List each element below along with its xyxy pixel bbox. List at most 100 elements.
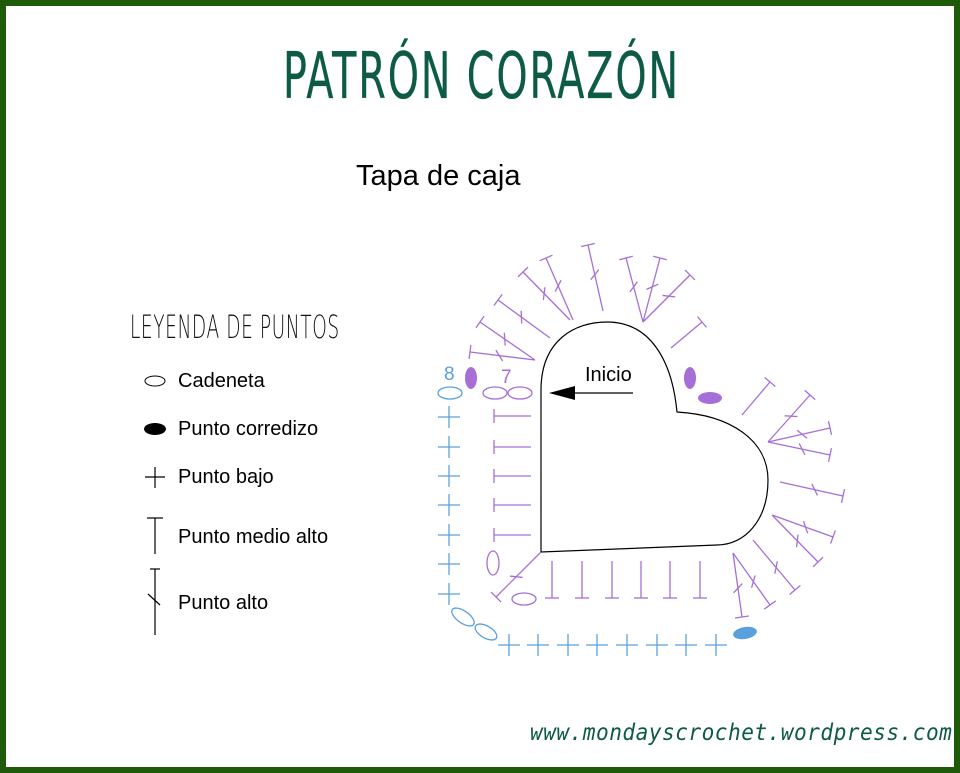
- chain-stitch: [451, 607, 475, 627]
- double-crochet-stitch: [468, 344, 536, 362]
- half-double-crochet-stitch: [663, 561, 677, 599]
- single-crochet-stitch: [675, 634, 697, 656]
- stitch-post: [625, 257, 644, 323]
- half-double-crochet-stitch: [493, 498, 531, 512]
- half-double-crochet-stitch: [493, 469, 531, 483]
- stitch-post: [767, 441, 831, 456]
- stitch-tick: [554, 279, 562, 292]
- round-7-label: 7: [501, 367, 512, 388]
- stitch-crossbar: [763, 600, 777, 610]
- double-crochet-stitch: [581, 242, 604, 312]
- stitch-tick: [795, 534, 799, 548]
- stitch-crossbar: [475, 315, 485, 329]
- start-arrow-icon: [549, 386, 633, 400]
- half-double-crochet-stitch: [693, 561, 707, 599]
- single-crochet-stitch: [498, 634, 520, 656]
- stitch-post: [495, 551, 542, 598]
- stitch-post: [545, 257, 574, 321]
- slip-stitch-filled-oval-icon: [144, 423, 166, 435]
- half-double-crochet-stitch: [493, 528, 531, 542]
- single-crochet-stitch: [705, 634, 727, 656]
- stitch-post: [732, 552, 743, 618]
- half-double-crochet-stitch: [634, 561, 648, 599]
- round-8-stitches: [437, 386, 757, 656]
- chain-stitch: [511, 592, 537, 606]
- stitch-crossbar: [697, 316, 707, 328]
- stitch-post: [752, 539, 796, 591]
- legend-heading: LEYENDA DE PUNTOS: [130, 308, 340, 346]
- stitch-crossbar: [812, 556, 824, 568]
- single-crochet-stitch: [438, 583, 460, 605]
- double-crochet-stitch: [767, 441, 833, 462]
- single-crochet-stitch: [438, 406, 460, 428]
- legend-label-chain: Cadeneta: [178, 370, 265, 392]
- stitch-tick: [520, 310, 523, 324]
- stitch-tick: [750, 575, 756, 588]
- stitch-tick: [542, 287, 546, 301]
- half-double-crochet-stitch: [670, 316, 707, 349]
- stitch-crossbar: [619, 255, 633, 261]
- legend-label-half-double: Punto medio alto: [178, 526, 329, 548]
- slip-stitch: [684, 367, 696, 389]
- stitch-crossbar: [827, 448, 833, 462]
- stitch-crossbar: [840, 489, 846, 503]
- stitch-crossbar: [581, 242, 595, 248]
- stitch-tick: [629, 281, 638, 293]
- stitch-post: [779, 481, 844, 497]
- legend-label-single-crochet: Punto bajo: [178, 466, 274, 488]
- single-crochet-stitch: [527, 634, 549, 656]
- double-crochet-stitch: [493, 293, 551, 339]
- chain-oval-icon: [144, 375, 166, 387]
- half-double-crochet-stitch: [741, 376, 776, 416]
- chain-stitch: [474, 623, 498, 641]
- double-crochet-stitch: [779, 481, 846, 503]
- stitch-tick: [503, 332, 506, 346]
- double-crochet-icon: [147, 568, 161, 635]
- stitch-crossbar: [468, 344, 472, 360]
- stitch-crossbar: [684, 269, 696, 281]
- stitch-tick: [590, 269, 600, 281]
- stitch-tick: [733, 583, 743, 594]
- single-crochet-stitch: [438, 494, 460, 516]
- stitch-post: [771, 514, 819, 563]
- stitch-crossbar: [490, 591, 502, 603]
- stitch-tick: [796, 429, 808, 439]
- double-crochet-stitch: [767, 421, 833, 443]
- stitch-crossbar: [539, 254, 553, 262]
- single-crochet-stitch: [557, 634, 579, 656]
- stitch-tick: [811, 483, 819, 496]
- double-crochet-stitch: [752, 539, 801, 596]
- chain-stitch: [437, 386, 463, 400]
- stitch-tick: [646, 283, 659, 290]
- stitch-tick: [662, 294, 676, 298]
- stitch-post: [732, 552, 771, 606]
- stitch-post: [670, 321, 703, 349]
- chain-stitch: [482, 386, 508, 400]
- stitch-post: [767, 394, 811, 443]
- double-crochet-stitch: [490, 551, 542, 603]
- stitch-post: [497, 299, 551, 339]
- stitch-crossbar: [734, 615, 750, 619]
- legend-label-slip-stitch: Punto corredizo: [178, 418, 319, 440]
- stitch-crossbar: [764, 376, 776, 388]
- round-7-stitches: [465, 242, 846, 619]
- stitch-tick: [802, 520, 809, 534]
- single-crochet-stitch: [438, 465, 460, 487]
- stitch-tick: [774, 561, 778, 574]
- double-crochet-stitch: [517, 266, 571, 321]
- double-crochet-stitch: [771, 514, 836, 544]
- stitch-crossbar: [653, 255, 667, 261]
- stitch-post: [642, 257, 661, 323]
- half-double-crochet-stitch: [493, 440, 531, 454]
- slip-stitch: [733, 626, 757, 640]
- half-double-crochet-t-icon: [147, 517, 163, 554]
- stitch-tick: [509, 575, 523, 579]
- stitch-post: [469, 351, 536, 361]
- page-subtitle: Tapa de caja: [356, 160, 521, 192]
- stitch-tick: [798, 443, 806, 456]
- double-crochet-stitch: [539, 254, 574, 321]
- start-label: Inicio: [585, 364, 632, 386]
- stitch-crossbar: [789, 584, 801, 596]
